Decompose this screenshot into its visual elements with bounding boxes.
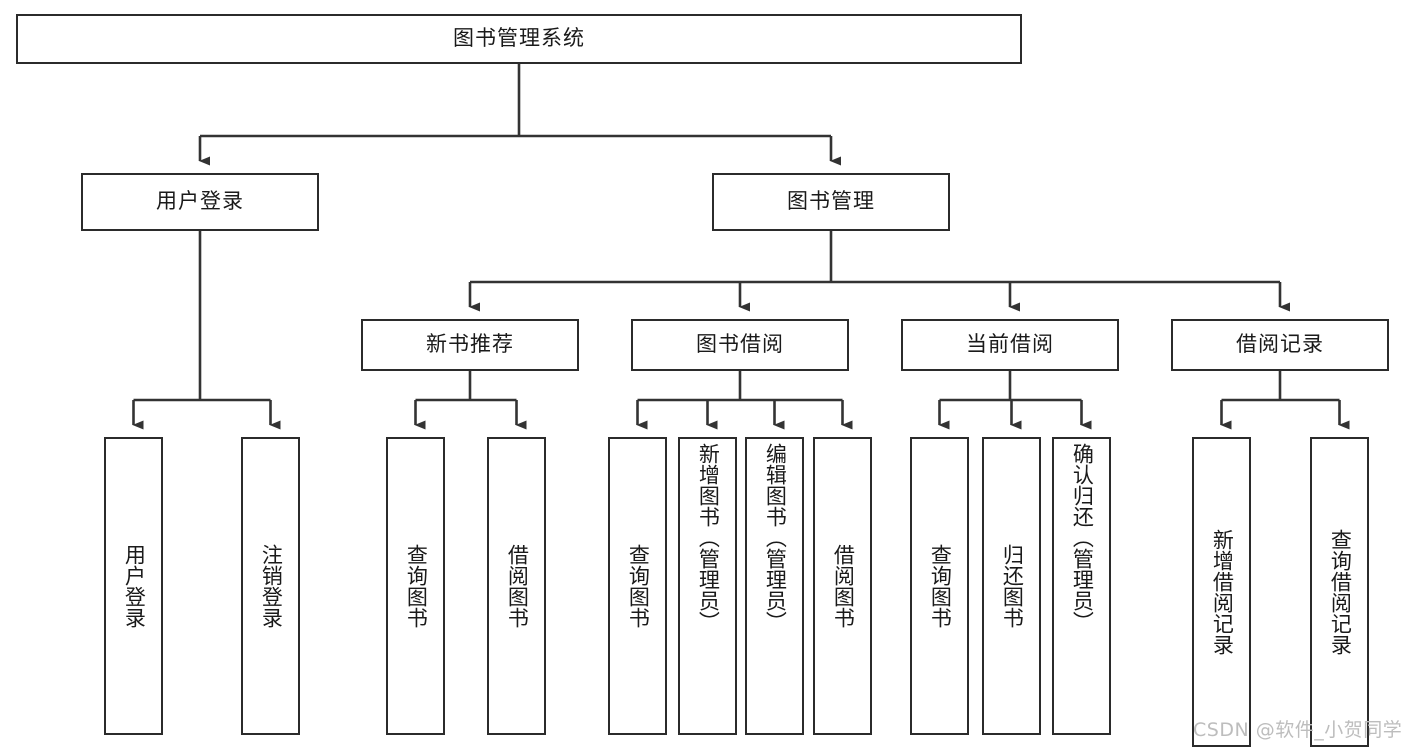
node-leaf-return-book[interactable]: 归还图书 bbox=[982, 437, 1041, 735]
node-leaf-query-borrow-record[interactable]: 查询借阅记录 bbox=[1310, 437, 1369, 747]
node-label: 图书借阅 bbox=[696, 332, 784, 357]
node-leaf-query-book-cur[interactable]: 查询图书 bbox=[910, 437, 969, 735]
node-label: 查询图书 bbox=[626, 544, 651, 628]
node-label: 用户登录 bbox=[156, 189, 244, 214]
node-label: 归还图书 bbox=[1000, 544, 1025, 628]
node-current-borrow[interactable]: 当前借阅 bbox=[901, 319, 1119, 371]
node-label: 查询借阅记录 bbox=[1328, 529, 1353, 655]
node-label: 查询图书 bbox=[404, 544, 429, 628]
node-label: 查询图书 bbox=[928, 544, 953, 628]
node-leaf-borrow-book[interactable]: 借阅图书 bbox=[813, 437, 872, 735]
node-leaf-add-book[interactable]: 新增图书（管理员） bbox=[678, 437, 737, 735]
node-leaf-add-borrow-record[interactable]: 新增借阅记录 bbox=[1192, 437, 1251, 747]
node-label: 新增借阅记录 bbox=[1210, 529, 1235, 655]
node-book-manage[interactable]: 图书管理 bbox=[712, 173, 950, 231]
node-label: 图书管理 bbox=[787, 189, 875, 214]
node-label: 新书推荐 bbox=[426, 332, 514, 357]
node-user-login[interactable]: 用户登录 bbox=[81, 173, 319, 231]
node-label: 借阅图书 bbox=[831, 544, 856, 628]
node-label: 借阅图书 bbox=[505, 544, 530, 628]
node-label: 新增图书（管理员） bbox=[696, 443, 721, 632]
node-label: 注销登录 bbox=[259, 544, 284, 628]
node-leaf-confirm-return[interactable]: 确认归还（管理员） bbox=[1052, 437, 1111, 735]
node-leaf-edit-book[interactable]: 编辑图书（管理员） bbox=[745, 437, 804, 735]
watermark-text: CSDN @软件_小贺同学 bbox=[1193, 719, 1403, 741]
node-borrow-record[interactable]: 借阅记录 bbox=[1171, 319, 1389, 371]
node-label: 借阅记录 bbox=[1236, 332, 1324, 357]
node-book-borrow[interactable]: 图书借阅 bbox=[631, 319, 849, 371]
node-root[interactable]: 图书管理系统 bbox=[16, 14, 1022, 64]
node-new-book-rec[interactable]: 新书推荐 bbox=[361, 319, 579, 371]
node-leaf-borrow-book-rec[interactable]: 借阅图书 bbox=[487, 437, 546, 735]
node-label: 编辑图书（管理员） bbox=[763, 443, 788, 632]
node-leaf-query-book-rec[interactable]: 查询图书 bbox=[386, 437, 445, 735]
node-label: 当前借阅 bbox=[966, 332, 1054, 357]
node-leaf-query-book-borrow[interactable]: 查询图书 bbox=[608, 437, 667, 735]
node-label: 用户登录 bbox=[122, 544, 147, 628]
node-leaf-user-logout[interactable]: 注销登录 bbox=[241, 437, 300, 735]
node-label: 图书管理系统 bbox=[453, 26, 585, 51]
node-leaf-user-login[interactable]: 用户登录 bbox=[104, 437, 163, 735]
node-label: 确认归还（管理员） bbox=[1070, 443, 1095, 632]
